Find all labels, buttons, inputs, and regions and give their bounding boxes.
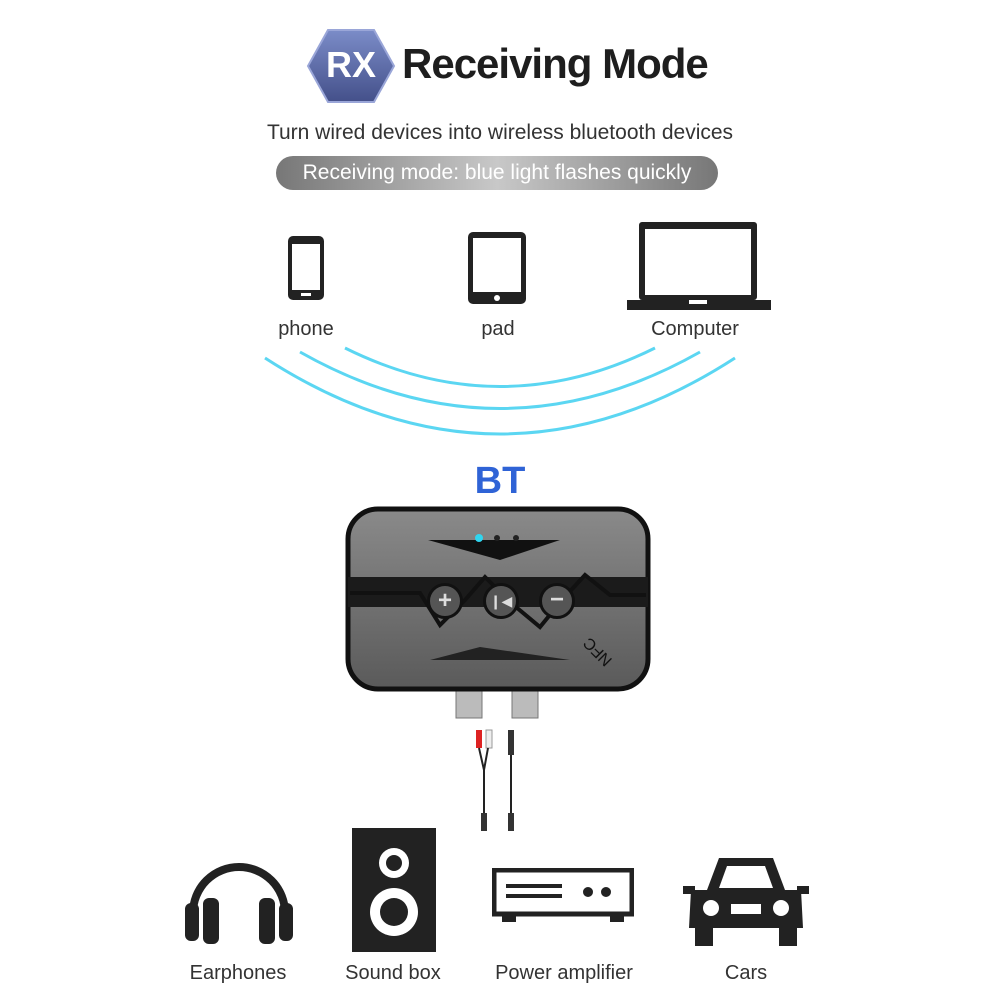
output-label-earphones: Earphones <box>189 962 287 984</box>
amplifier-icon <box>492 868 634 922</box>
output-label-sound-box: Sound box <box>345 962 441 984</box>
output-label-power-amplifier: Power amplifier <box>495 962 633 984</box>
tablet-icon <box>468 232 526 304</box>
mode-indicator-pill <box>276 156 718 190</box>
bluetooth-label: BT <box>474 460 526 502</box>
rx-badge-icon <box>306 29 396 103</box>
rca-cable-icon <box>476 729 514 831</box>
output-label-cars: Cars <box>724 962 768 984</box>
wireless-waves-icon <box>264 346 736 436</box>
source-label-pad: pad <box>481 318 515 340</box>
source-label-computer: Computer <box>651 318 739 340</box>
led-indicator <box>475 534 483 542</box>
volume-up-button[interactable]: + <box>427 583 463 619</box>
source-label-phone: phone <box>278 318 334 340</box>
phone-icon <box>288 236 324 300</box>
car-icon <box>683 858 809 946</box>
page-title: Receiving Mode <box>402 40 709 87</box>
volume-down-button[interactable]: − <box>539 583 575 619</box>
rx-badge-label: RX <box>325 44 376 85</box>
mode-indicator-text: Receiving mode: blue light flashes quick… <box>302 161 692 184</box>
play-previous-button[interactable]: ❙◀ <box>483 583 519 619</box>
headphones-icon <box>185 863 293 944</box>
speaker-icon <box>352 828 436 952</box>
laptop-icon <box>627 222 771 310</box>
subtitle: Turn wired devices into wireless bluetoo… <box>266 121 734 144</box>
